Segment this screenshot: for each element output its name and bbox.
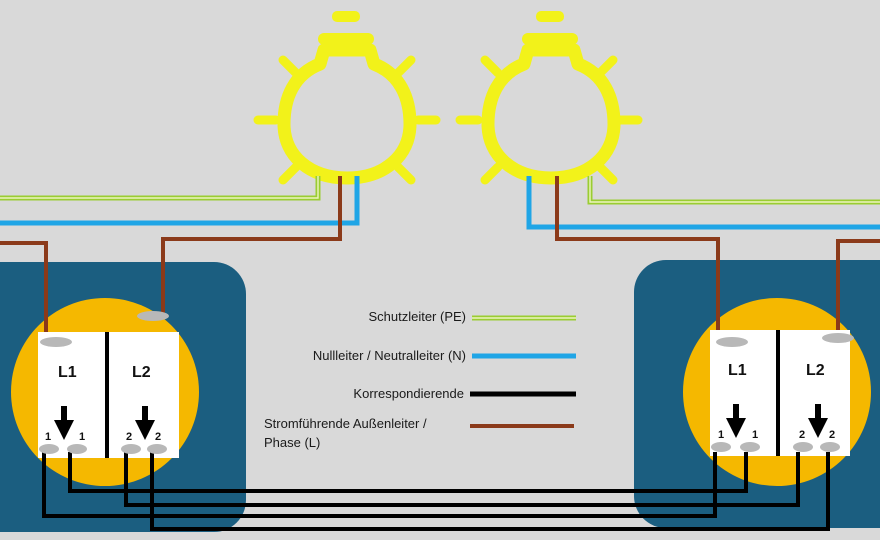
- terminals: [39, 311, 854, 454]
- phase-wires: [0, 176, 880, 342]
- legend-phase-label-line2: Phase (L): [264, 435, 320, 450]
- switch-right-terminal-label: 2: [829, 429, 835, 441]
- legend: Schutzleiter (PE) Nullleiter / Neutralle…: [264, 309, 576, 450]
- light-bulb-icon-left: [253, 11, 441, 185]
- switch-left-terminal-label: 1: [45, 431, 51, 443]
- neutral-wires: [0, 176, 880, 230]
- switch-right-terminal-label: 1: [752, 429, 758, 441]
- switch-left-terminal-label: 2: [126, 431, 132, 443]
- switch-left-l2-label: L2: [132, 364, 151, 381]
- switch-right-l2-label: L2: [806, 362, 825, 379]
- switch-left-terminal-label: 2: [155, 431, 161, 443]
- legend-phase-label-line1: Stromführende Außenleiter /: [264, 416, 427, 431]
- switch-left-terminal-label: 1: [79, 431, 85, 443]
- pe-wires: [0, 176, 880, 205]
- corresponding-wires: [42, 452, 830, 531]
- switch-right-terminal-label: 1: [718, 429, 724, 441]
- switch-left-l1-label: L1: [58, 364, 77, 381]
- arrow-down-icon: [54, 404, 828, 440]
- switch-right-terminal-label: 2: [799, 429, 805, 441]
- legend-neutral-label: Nullleiter / Neutralleiter (N): [313, 348, 466, 363]
- light-bulb-icon-right: [455, 11, 643, 185]
- legend-corresponding-label: Korrespondierende: [353, 386, 464, 401]
- switch-right-l1-label: L1: [728, 362, 747, 379]
- legend-pe-label: Schutzleiter (PE): [368, 309, 466, 324]
